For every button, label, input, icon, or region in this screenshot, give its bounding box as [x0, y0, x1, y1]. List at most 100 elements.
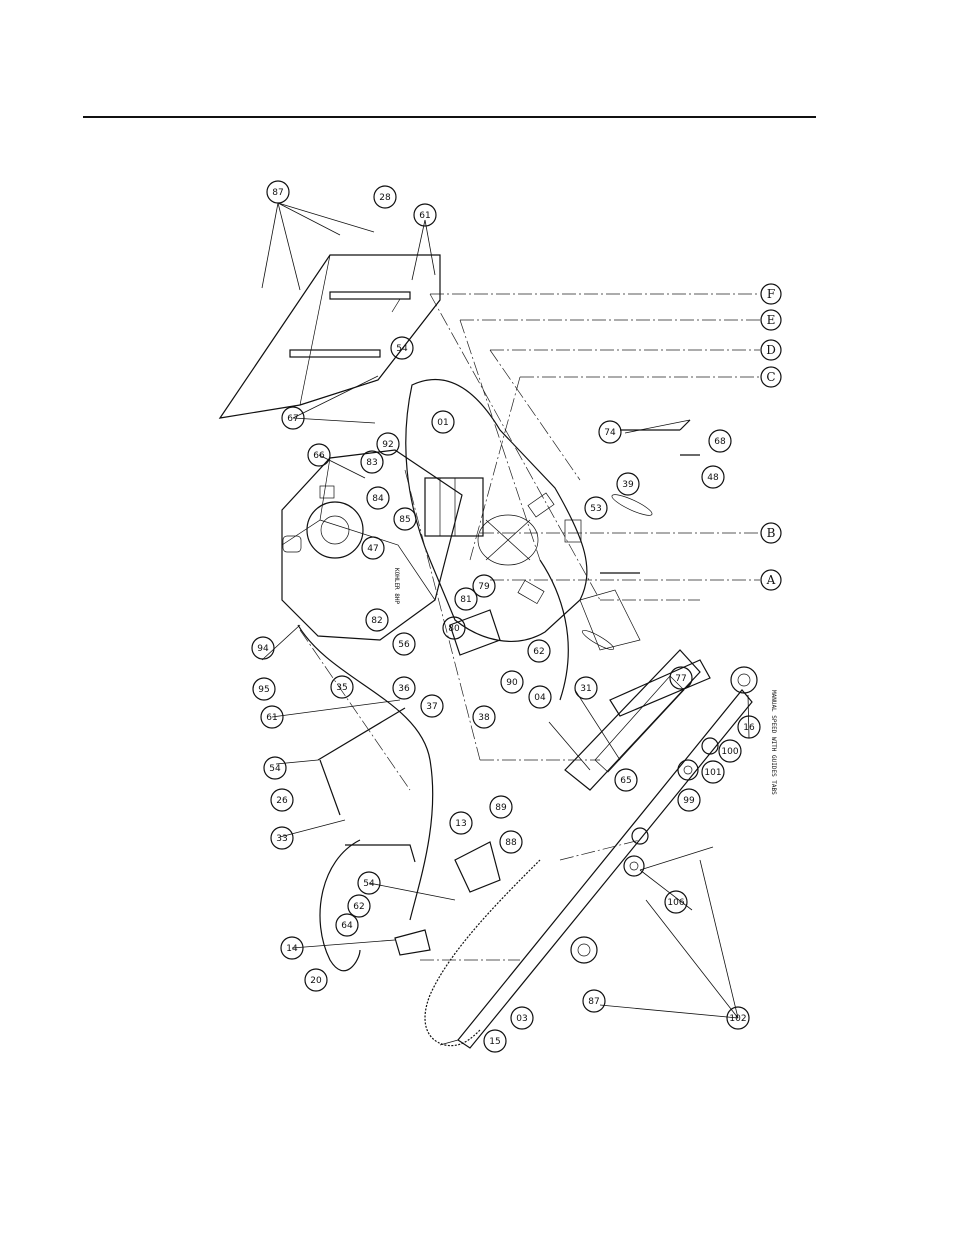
callout-label: 88: [505, 838, 517, 848]
callout-label: 87: [272, 188, 283, 198]
callout-label: 64: [341, 921, 353, 931]
callout-label: 13: [455, 819, 466, 829]
reference-lines: [299, 293, 760, 961]
reference-letter-text: B: [767, 526, 776, 540]
callout: 68: [708, 429, 732, 453]
callout-label: 53: [590, 504, 601, 514]
callout-label: 80: [448, 624, 460, 634]
reference-letter: A: [760, 569, 782, 591]
callout: 89: [489, 795, 513, 819]
callout-label: 26: [276, 796, 288, 806]
callout-label: 62: [533, 647, 544, 657]
header-rule: [83, 116, 816, 118]
callout-label: 100: [721, 747, 738, 757]
callout: 100: [718, 739, 742, 763]
callout: 106: [664, 890, 688, 914]
reference-letter: B: [760, 522, 782, 544]
callout: 94: [251, 636, 275, 660]
callout-label: 65: [620, 776, 631, 786]
callout-label: 20: [310, 976, 322, 986]
callout: 90: [500, 670, 524, 694]
reference-letter-group: F E D C B A: [760, 283, 782, 591]
small-brackets: [394, 609, 501, 956]
callout: 48: [701, 465, 725, 489]
callout: 64: [335, 913, 359, 937]
callout-label: 83: [366, 458, 377, 468]
callout-label: 62: [353, 902, 364, 912]
callout: 14: [280, 936, 304, 960]
callout: 74: [598, 420, 622, 444]
callout-label: 47: [367, 544, 378, 554]
coiled-cable: [424, 859, 541, 1047]
callout: 79: [472, 574, 496, 598]
reference-letter: F: [760, 283, 782, 305]
callout: 66: [307, 443, 331, 467]
callout-label: 28: [379, 193, 391, 203]
callout-label: 81: [460, 595, 471, 605]
callout-label: 106: [667, 898, 684, 908]
control-cables: [297, 559, 569, 972]
reference-letter: C: [760, 366, 782, 388]
callout-label: 61: [419, 211, 430, 221]
callout: 62: [347, 894, 371, 918]
callout-label: 04: [534, 693, 546, 703]
callout-label: 68: [714, 437, 726, 447]
callout-label: 56: [398, 640, 410, 650]
knobs-and-washers: [570, 666, 758, 964]
callout-label: 54: [269, 764, 281, 774]
callout: 04: [528, 685, 552, 709]
chute-hood: [218, 254, 441, 419]
callout-label: 87: [588, 997, 599, 1007]
callout-label: 92: [382, 440, 393, 450]
callout-label: 39: [622, 480, 634, 490]
main-housing: [405, 378, 588, 642]
callout: 95: [252, 677, 276, 701]
callout: 62: [527, 639, 551, 663]
callout: 99: [677, 788, 701, 812]
callout-label: 77: [675, 674, 686, 684]
callout: 16: [737, 715, 761, 739]
reference-letter: E: [760, 309, 782, 331]
callout-label: 54: [363, 879, 375, 889]
callout-label: 94: [257, 644, 269, 654]
callout-label: 95: [258, 685, 269, 695]
callout: 65: [614, 768, 638, 792]
callout-label: 89: [495, 803, 507, 813]
callout-label: 85: [399, 515, 410, 525]
callout: 26: [270, 788, 294, 812]
callout: 85: [393, 507, 417, 531]
callout: 80: [442, 616, 466, 640]
callout: 39: [616, 472, 640, 496]
callout: 47: [361, 536, 385, 560]
callout-label: 61: [266, 713, 277, 723]
reference-letter-text: A: [766, 573, 776, 587]
callout-label: 90: [506, 678, 518, 688]
footnote: MANUAL SPEED WITH GUIDES TABS: [770, 690, 777, 795]
callout-label: 84: [372, 494, 384, 504]
callout: 38: [472, 705, 496, 729]
callout: 87: [266, 180, 290, 204]
crank-parts: [581, 419, 700, 650]
callout-label: 82: [371, 616, 382, 626]
callout: 84: [366, 486, 390, 510]
engine-note: KOHLER 8HP: [393, 568, 400, 605]
reference-letter-text: F: [767, 287, 775, 301]
callout-label: 99: [683, 796, 695, 806]
callout: 67: [281, 406, 305, 430]
callout-label: 54: [396, 344, 408, 354]
leader-lines: [261, 202, 750, 1019]
callout-label: 102: [729, 1014, 746, 1024]
callout-label: 38: [478, 713, 490, 723]
callout-label: 79: [478, 582, 490, 592]
callout: 01: [431, 410, 455, 434]
callout: 53: [584, 496, 608, 520]
reference-letter-text: C: [766, 370, 775, 384]
callout: 61: [413, 203, 437, 227]
callout: 36: [392, 676, 416, 700]
callout: 03: [510, 1006, 534, 1030]
callout: 15: [483, 1029, 507, 1053]
callout: 31: [574, 676, 598, 700]
callout-label: 101: [704, 768, 721, 778]
callout: 35: [330, 675, 354, 699]
